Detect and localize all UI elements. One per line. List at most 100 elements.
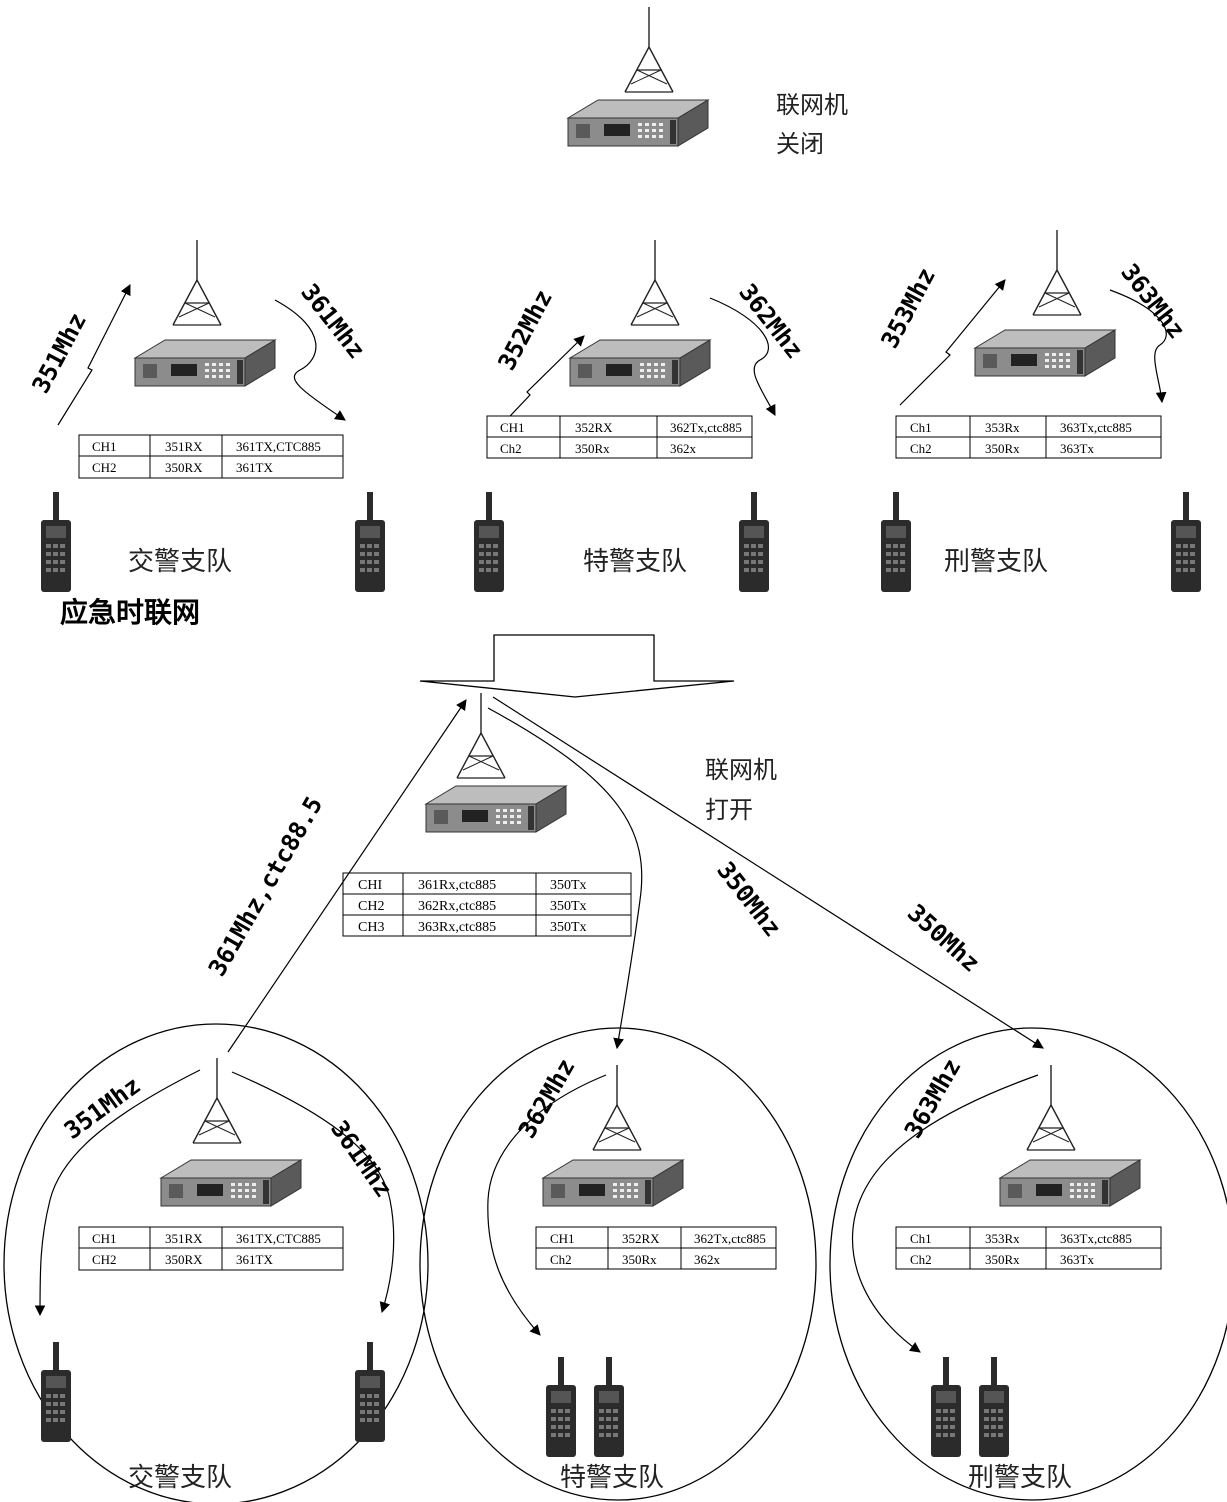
- repeater-device-icon: [569, 339, 711, 387]
- table-cell: 362Tx,ctc885: [670, 420, 742, 435]
- table-cell: 362x: [670, 441, 697, 456]
- table-cell: 350Rx: [575, 441, 610, 456]
- uplink-freq: 363Mhz: [899, 1054, 967, 1143]
- table-cell: CH2: [92, 460, 117, 475]
- table-cell: 350Tx: [550, 920, 587, 935]
- top-unit-criminal: 353Mhz 363Mhz Ch1 353Rx 363Tx,ctc885 Ch2…: [876, 229, 1201, 592]
- table-cell: 350Rx: [985, 441, 1020, 456]
- table-cell: CH1: [92, 439, 117, 454]
- channel-table: CH1 351RX 361TX,CTC885 CH2 350RX 361TX: [78, 1226, 344, 1271]
- top-linker-label-2: 关闭: [776, 130, 824, 158]
- top-linker: 联网机 关闭: [567, 6, 848, 158]
- table-cell: 351RX: [165, 439, 203, 454]
- handheld-radio-icon: [546, 1357, 576, 1457]
- table-cell: 362Rx,ctc885: [418, 899, 496, 914]
- bottom-linker-label-2: 打开: [705, 796, 753, 824]
- linker-device-icon: [425, 785, 567, 833]
- linker-channel-table: CHI 361Rx,ctc885 350Tx CH2 362Rx,ctc885 …: [342, 872, 632, 937]
- unit-name: 交警支队: [128, 1463, 232, 1493]
- downlink-arrow: [487, 1074, 607, 1336]
- uplink-arrow: [494, 335, 585, 433]
- downlink-arrow: [1109, 289, 1167, 404]
- downlink-arrow: [34, 1069, 201, 1317]
- table-cell: CHI: [358, 878, 382, 893]
- table-cell: 352RX: [575, 420, 613, 435]
- table-cell: 352RX: [622, 1231, 660, 1246]
- table-cell: 353Rx: [985, 1231, 1020, 1246]
- linker-downlink-arrow-1: [487, 707, 643, 1050]
- table-cell: 361TX: [236, 460, 273, 475]
- repeater-device-icon: [542, 1159, 684, 1207]
- table-cell: Ch2: [910, 1252, 932, 1267]
- transition-arrow-icon: [419, 634, 735, 698]
- uplink-arrow: [57, 284, 131, 426]
- table-cell: 350RX: [165, 1252, 203, 1267]
- table-cell: Ch1: [910, 420, 932, 435]
- table-cell: 361Rx,ctc885: [418, 878, 496, 893]
- table-cell: 361TX: [236, 1252, 273, 1267]
- handheld-radio-icon: [474, 492, 504, 592]
- repeater-device-icon: [134, 339, 276, 387]
- handheld-radio-icon: [931, 1357, 961, 1457]
- table-cell: CH2: [92, 1252, 117, 1267]
- table-cell: 350Tx: [550, 878, 587, 893]
- table-cell: 350Rx: [622, 1252, 657, 1267]
- unit-coverage-ellipse: [829, 1027, 1227, 1501]
- bottom-linker: 联网机 打开 CHI 361Rx,ctc885 350Tx CH2 362Rx,…: [342, 692, 777, 937]
- table-cell: 363Tx: [1060, 1252, 1094, 1267]
- handheld-radio-icon: [739, 492, 769, 592]
- handheld-radio-icon: [355, 1342, 385, 1442]
- repeater-device-icon: [160, 1159, 302, 1207]
- unit-name: 刑警支队: [944, 547, 1048, 577]
- table-cell: 351RX: [165, 1231, 203, 1246]
- downlink-arrow: [274, 299, 346, 421]
- handheld-radio-icon: [594, 1357, 624, 1457]
- downlink-arrow: [709, 297, 776, 416]
- downlink-freq: 362Mhz: [733, 278, 808, 364]
- channel-table: CH1 352RX 362Tx,ctc885 Ch2 350Rx 362x: [535, 1226, 777, 1270]
- unit-name: 刑警支队: [968, 1463, 1072, 1493]
- downlink-freq: 363Mhz: [1115, 258, 1190, 344]
- emergency-heading: 应急时联网: [60, 596, 200, 629]
- handheld-radio-icon: [1171, 492, 1201, 592]
- linker-tower-icon: [624, 6, 674, 93]
- downlink-arrow: [231, 1071, 395, 1314]
- table-cell: Ch1: [910, 1231, 932, 1246]
- linker-uplink-arrow: [227, 699, 467, 1053]
- table-cell: 350Tx: [550, 899, 587, 914]
- linker-downlink-freq-1: 350Mhz: [711, 856, 786, 942]
- top-unit-special: 352Mhz 362Mhz CH1 352RX 362Tx,ctc885 Ch2…: [474, 239, 809, 592]
- repeater-device-icon: [999, 1159, 1141, 1207]
- table-cell: 363Rx,ctc885: [418, 920, 496, 935]
- table-cell: CH1: [550, 1231, 575, 1246]
- downlink-freq: 361Mhz: [295, 278, 370, 364]
- linker-downlink-arrow-2: [492, 696, 1044, 1049]
- channel-table: Ch1 353Rx 363Tx,ctc885 Ch2 350Rx 363Tx: [895, 1226, 1162, 1270]
- table-cell: Ch2: [500, 441, 522, 456]
- table-cell: CH2: [358, 899, 384, 914]
- bottom-unit-criminal: 363Mhz Ch1 353Rx 363Tx,ctc885 Ch2 350Rx …: [852, 1054, 1162, 1493]
- table-cell: 362x: [694, 1252, 721, 1267]
- table-cell: 361TX,CTC885: [236, 439, 321, 454]
- uplink-freq: 362Mhz: [513, 1054, 581, 1143]
- handheld-radio-icon: [979, 1357, 1009, 1457]
- uplink-freq: 353Mhz: [876, 263, 941, 353]
- top-linker-label-1: 联网机: [776, 91, 848, 119]
- table-cell: 363Tx,ctc885: [1060, 1231, 1132, 1246]
- channel-table: Ch1 353Rx 363Tx,ctc885 Ch2 350Rx 363Tx: [895, 415, 1162, 459]
- unit-name: 交警支队: [128, 547, 232, 577]
- table-cell: 363Tx,ctc885: [1060, 420, 1132, 435]
- repeater-device-icon: [974, 329, 1116, 377]
- handheld-radio-icon: [355, 492, 385, 592]
- uplink-freq: 352Mhz: [493, 285, 558, 375]
- table-cell: CH1: [500, 420, 525, 435]
- channel-table: CH1 352RX 362Tx,ctc885 Ch2 350Rx 362x: [486, 415, 753, 459]
- bottom-linker-label-1: 联网机: [705, 756, 777, 784]
- top-unit-traffic: 351Mhz 361Mhz CH1 351RX 361TX,CTC885 CH2…: [27, 239, 385, 592]
- handheld-radio-icon: [881, 492, 911, 592]
- downlink-freq: 361Mhz: [325, 1115, 398, 1202]
- repeater-tower-icon: [1032, 229, 1082, 316]
- repeater-tower-icon: [1026, 1064, 1076, 1151]
- table-cell: CH3: [358, 920, 384, 935]
- repeater-tower-icon: [172, 239, 222, 326]
